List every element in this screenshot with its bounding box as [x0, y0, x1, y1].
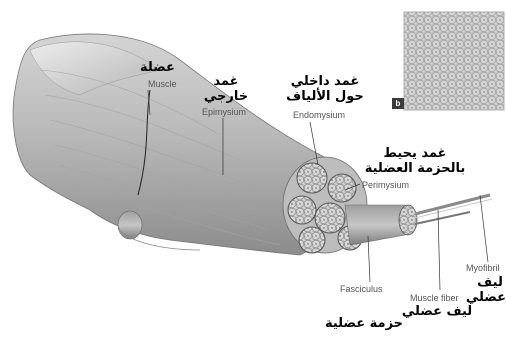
label-fasciculus-en: Fasciculus	[340, 284, 383, 294]
label-muscle-fiber-en: Muscle fiber	[410, 293, 459, 303]
label-endomysium-ar-line2: حول الألياف	[280, 89, 370, 104]
label-myofibril-ar: ليف عضلي	[474, 275, 506, 305]
label-muscle-fiber-ar: ليف عضلي	[401, 304, 473, 319]
label-epimysium-en: Epimysium	[202, 107, 246, 117]
label-myofibril-en: Myofibril	[466, 263, 500, 273]
label-muscle-en: Muscle	[148, 79, 177, 89]
label-epimysium-ar-line1: غمد	[196, 74, 256, 89]
label-endomysium-en: Endomysium	[293, 110, 345, 120]
histology-inset	[404, 12, 504, 110]
label-perimysium-ar: غمد يحيط بالحزمة العضلية	[360, 146, 470, 176]
label-fasciculus-ar: حزمة عضلية	[318, 316, 410, 331]
label-endomysium-ar-line1: غمد داخلي	[280, 74, 370, 89]
label-epimysium-ar-line2: خارجي	[196, 89, 256, 104]
label-perimysium-ar-line1: غمد يحيط	[360, 146, 470, 161]
label-endomysium-ar: غمد داخلي حول الألياف	[280, 74, 370, 104]
label-perimysium-ar-line2: بالحزمة العضلية	[360, 161, 470, 176]
fascicle-extrusion	[345, 205, 417, 245]
label-myofibril-ar-line1: ليف	[474, 275, 506, 290]
label-epimysium-ar: غمد خارجي	[196, 74, 256, 104]
label-perimysium-en: Perimysium	[362, 180, 409, 190]
label-myofibril-ar-line2: عضلي	[474, 290, 506, 305]
inset-badge: b	[392, 98, 404, 109]
label-muscle-ar: عضلة	[140, 60, 175, 75]
